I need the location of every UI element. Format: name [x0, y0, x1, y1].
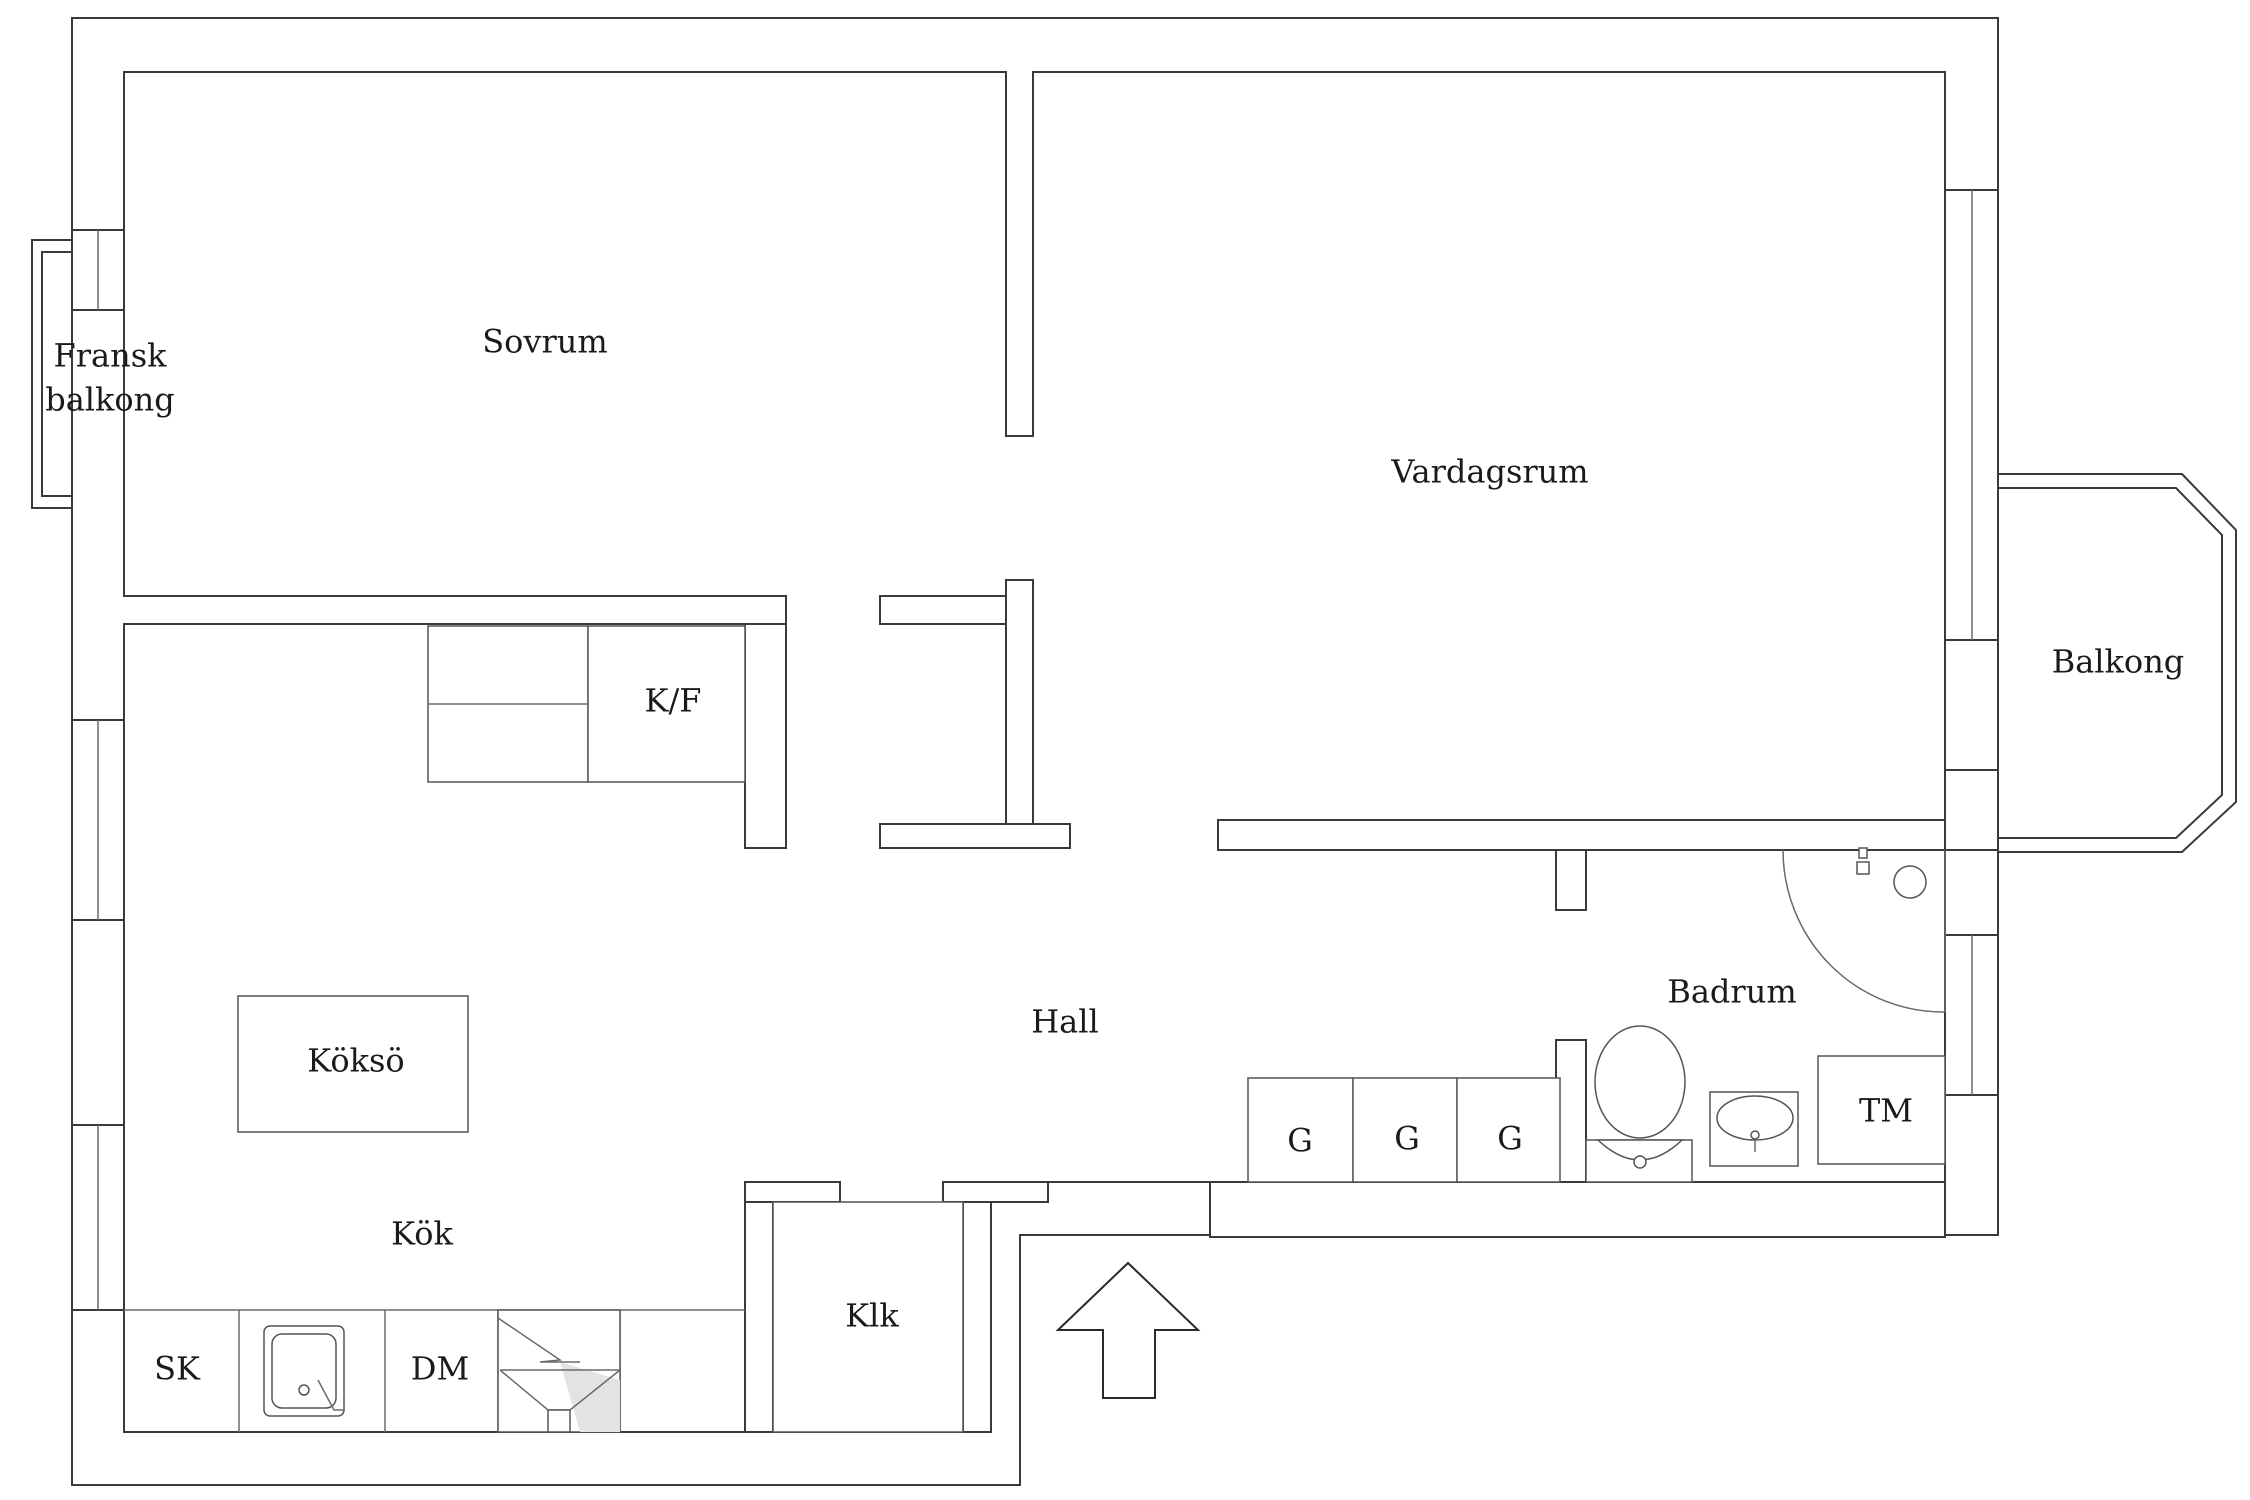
drain-icon [1893, 865, 1927, 899]
toilet-icon [1585, 1025, 1693, 1183]
tm-washer [1817, 1055, 1946, 1165]
kokso-island [237, 995, 469, 1133]
label-klk: Klk [845, 1297, 899, 1335]
label-sk: SK [154, 1350, 201, 1388]
label-g2: G [1394, 1120, 1420, 1158]
bathroom-fixtures [1585, 847, 1946, 1183]
klk-closet [772, 1201, 964, 1433]
label-fransk-balkong-line1: Fransk [54, 337, 168, 375]
label-kf: K/F [645, 682, 702, 720]
entrance-arrow-icon [1055, 1261, 1201, 1399]
stove-icon [497, 1309, 621, 1433]
interior-walls [744, 579, 1999, 1433]
label-vardagsrum: Vardagsrum [1390, 453, 1588, 491]
balkong-inner [1998, 487, 2223, 839]
shower-curve [1782, 849, 1946, 1013]
windows [71, 189, 1999, 1311]
label-sovrum: Sovrum [482, 323, 608, 361]
label-balkong: Balkong [2052, 643, 2185, 681]
room-labels: Sovrum Vardagsrum Fransk balkong Balkong… [45, 323, 2184, 1388]
shower-head-icon [1858, 847, 1868, 859]
label-badrum: Badrum [1667, 973, 1796, 1011]
exterior-walls [71, 17, 1999, 1486]
label-dm: DM [411, 1350, 469, 1388]
label-g3: G [1497, 1120, 1523, 1158]
fransk-balkong-rail [31, 239, 73, 509]
label-hall: Hall [1031, 1003, 1098, 1041]
label-kok: Kök [391, 1215, 453, 1253]
label-kokso: Köksö [307, 1042, 404, 1080]
g-wardrobes [1247, 1077, 1561, 1183]
kitchen-sink-icon [263, 1325, 345, 1417]
wash-basin-icon [1709, 1091, 1799, 1167]
kf-cabinets [427, 625, 746, 783]
label-tm: TM [1859, 1092, 1913, 1130]
label-fransk-balkong-line2: balkong [45, 381, 175, 419]
balkong-outline [1998, 473, 2237, 853]
label-g1: G [1287, 1122, 1313, 1160]
